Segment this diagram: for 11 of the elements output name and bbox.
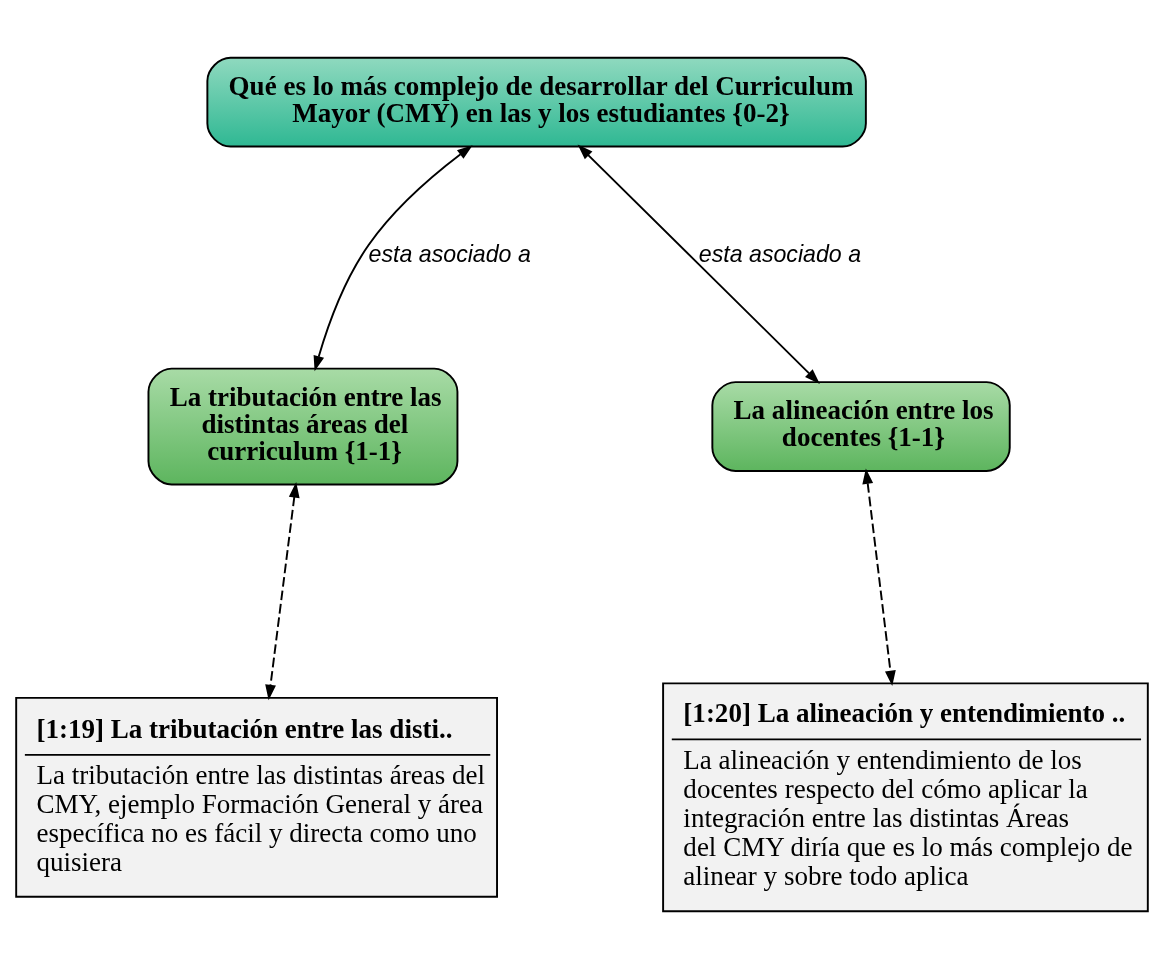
arrow [577, 144, 820, 384]
arrow [265, 482, 300, 701]
edge-label: esta asociado a [698, 240, 862, 267]
node-box: [1:19] La tributación entre las disti.. La tributación entre las distintas áreas del CMY, ejemplo Formación General y área específica no es fácil y directa como uno quisiera [15, 696, 498, 898]
node-box: La alineación entre los docentes {1-1} [711, 381, 1011, 472]
arrow [862, 468, 896, 687]
arrow [313, 145, 473, 372]
edge-label: esta asociado a [368, 240, 531, 267]
node-box: Qué es lo más complejo de desarrollar del Curriculum Mayor (CMY) en las y los estudiantes {0-2} [206, 56, 867, 148]
node-box: La tributación entre las distintas áreas del curriculum {1-1} [147, 367, 459, 486]
node-box: [1:20] La alineación y entendimiento .. La alineación y entendimiento de los docentes respecto del cómo aplicar la integración entre las distintas Áreas del CMY diría que es lo más complejo de alinear y sobre todo aplica [662, 682, 1149, 913]
